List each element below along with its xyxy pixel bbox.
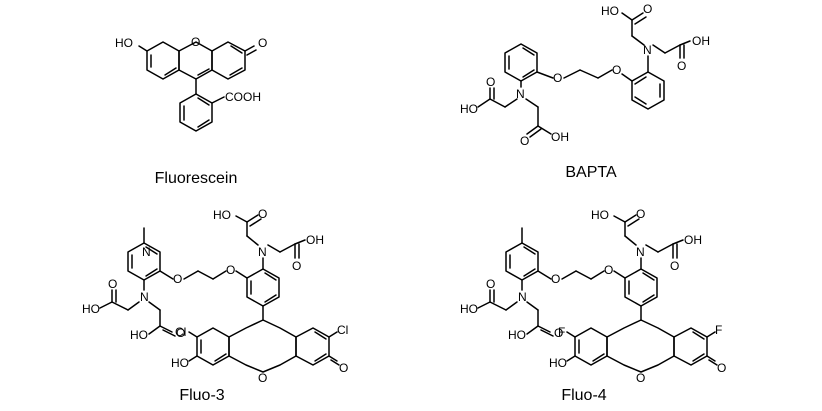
fluo4-carbonyl-oxygen-label: O bbox=[670, 259, 679, 273]
bapta-hydroxyl-label: OH bbox=[551, 130, 569, 144]
fluo4-ether-oxygen-label: O bbox=[551, 272, 560, 286]
fluo3-chlorine-label: Cl bbox=[175, 325, 186, 339]
bapta-carbonyl-oxygen-label: O bbox=[677, 59, 686, 73]
fluo3-keto-oxygen-label: O bbox=[339, 361, 348, 375]
fluo4-left-nitrogen-label: N bbox=[518, 290, 527, 304]
fluo3-caption: Fluo-3 bbox=[179, 387, 224, 404]
bapta-structure: N N O O O HO O OH HO O OH O BAPTA bbox=[460, 2, 710, 181]
fluo3-hydroxyl-label: HO bbox=[130, 328, 148, 342]
fluo4-structure: N N O O O HO HO O HO O OH O F F HO O O F… bbox=[460, 207, 726, 404]
fluo3-ring-oxygen-label: O bbox=[258, 371, 267, 385]
fluo4-right-nitrogen-label: N bbox=[636, 245, 645, 259]
fluo4-fluorine-label: F bbox=[715, 323, 722, 337]
fluo3-ether-oxygen-label: O bbox=[173, 272, 182, 286]
fluo3-xanthene-hydroxyl-label: HO bbox=[171, 356, 189, 370]
fluorescein-carboxyl-label: COOH bbox=[225, 90, 261, 104]
fluo4-top-hydroxyl-label: HO bbox=[591, 208, 609, 222]
fluo4-caption: Fluo-4 bbox=[561, 387, 606, 404]
fluo3-carbonyl-oxygen-label: O bbox=[292, 259, 301, 273]
fluo3-chlorine-label: Cl bbox=[337, 323, 348, 337]
fluo4-carbonyl-oxygen-label: O bbox=[636, 207, 645, 221]
fluo4-ring-oxygen-label: O bbox=[636, 371, 645, 385]
bapta-right-nitrogen-label: N bbox=[643, 43, 652, 57]
fluo4-carbonyl-oxygen-label: O bbox=[486, 277, 495, 291]
fluo4-right-hydroxyl-label: OH bbox=[684, 233, 702, 247]
fluo3-right-hydroxyl-label: OH bbox=[306, 233, 324, 247]
bapta-left-nitrogen-label: N bbox=[516, 87, 525, 101]
bapta-carbonyl-oxygen-label: O bbox=[643, 2, 652, 16]
bapta-right-hydroxyl-label: OH bbox=[692, 34, 710, 48]
fluo3-right-nitrogen-label: N bbox=[258, 245, 267, 259]
bapta-ether-oxygen-right-label: O bbox=[612, 63, 621, 77]
fluo3-left-nitrogen-label: N bbox=[142, 245, 151, 259]
fluo4-keto-oxygen-label: O bbox=[717, 361, 726, 375]
fluorescein-hydroxyl-label: HO bbox=[115, 36, 133, 50]
bapta-carbonyl-oxygen-label: O bbox=[520, 134, 529, 148]
fluo4-fluorine-label: F bbox=[558, 325, 565, 339]
fluo3-hydroxyl-label: HO bbox=[82, 302, 100, 316]
bapta-carbonyl-oxygen-label: O bbox=[486, 75, 495, 89]
fluo3-top-hydroxyl-label: HO bbox=[213, 208, 231, 222]
bapta-caption: BAPTA bbox=[565, 164, 617, 181]
fluo4-xanthene-hydroxyl-label: HO bbox=[549, 356, 567, 370]
fluo3-ether-oxygen-label: O bbox=[226, 263, 235, 277]
fluo3-carbonyl-oxygen-label: O bbox=[258, 207, 267, 221]
bapta-ether-oxygen-left-label: O bbox=[553, 71, 562, 85]
fluorescein-caption: Fluorescein bbox=[155, 170, 238, 187]
fluorescein-ring-oxygen-label: O bbox=[191, 35, 200, 49]
fluorescein-keto-oxygen-label: O bbox=[258, 36, 267, 50]
fluo4-ether-oxygen-label: O bbox=[604, 263, 613, 277]
fluo3-carbonyl-oxygen-label: O bbox=[108, 277, 117, 291]
fluo3-carbonyl-oxygen-label: O bbox=[176, 326, 185, 340]
fluo3-structure: N N N O O O HO HO O HO O OH O Cl Cl HO O… bbox=[82, 207, 348, 404]
fluo4-hydroxyl-label: HO bbox=[508, 328, 526, 342]
bapta-left-hydroxyl-label: HO bbox=[460, 102, 478, 116]
fluo3-left-nitrogen-label: N bbox=[140, 290, 149, 304]
fluo4-carbonyl-oxygen-label: O bbox=[554, 326, 563, 340]
bapta-top-hydroxyl-label: HO bbox=[601, 4, 619, 18]
fluo4-hydroxyl-label: HO bbox=[460, 302, 478, 316]
fluorescein-structure: HO O O COOH Fluorescein bbox=[115, 35, 267, 187]
